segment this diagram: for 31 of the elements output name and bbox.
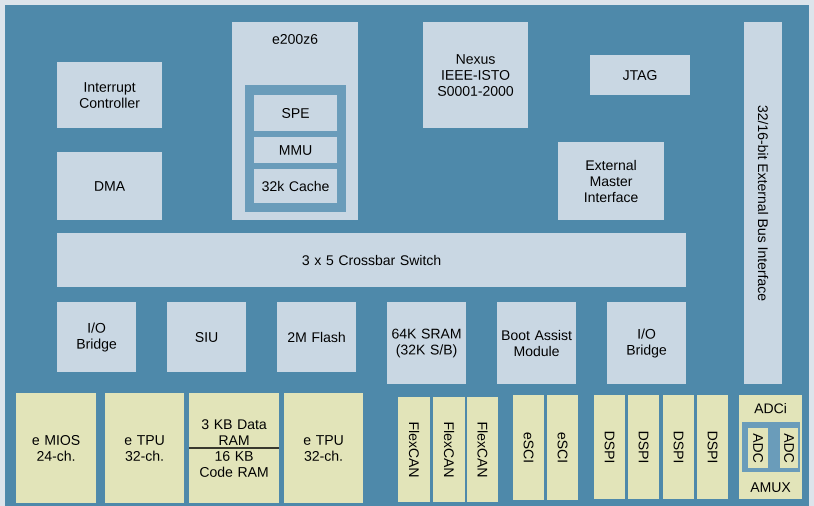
module-box: 64K SRAM (32K S/B): [387, 302, 466, 384]
module-box: Interrupt Controller: [57, 62, 162, 128]
module-box: I/O Bridge: [607, 302, 686, 384]
module-box: 32k Cache: [254, 169, 337, 203]
module-box: eSCI: [513, 395, 544, 500]
memory-box: 3 KB Data RAM 16 KB Code RAM: [189, 393, 279, 503]
module-box: e MIOS 24-ch.: [16, 393, 96, 503]
module-box: FlexCAN: [467, 397, 498, 502]
module-box: e TPU 32-ch.: [105, 393, 184, 503]
module-box: ADC: [780, 428, 798, 468]
module-box: SPE: [254, 95, 337, 131]
module-box: Nexus IEEE-ISTO S0001-2000: [423, 22, 528, 128]
module-box: 32/16-bit External Bus Interface: [744, 22, 782, 384]
module-box: DSPI: [594, 395, 625, 499]
module-box: SIU: [167, 302, 246, 372]
module-box: Boot Assist Module: [497, 302, 576, 384]
module-box: eSCI: [547, 395, 578, 500]
module-box: DSPI: [628, 395, 659, 499]
module-box: External Master Interface: [558, 142, 664, 220]
module-box: FlexCAN: [433, 397, 465, 502]
module-box: FlexCAN: [398, 397, 430, 502]
module-box: DMA: [57, 152, 162, 220]
module-box: 2M Flash: [277, 302, 356, 372]
module-box: JTAG: [590, 55, 690, 95]
module-box: e TPU 32-ch.: [284, 393, 363, 503]
module-box: ADC: [748, 428, 768, 468]
module-box: MMU: [254, 137, 337, 163]
module-box: DSPI: [663, 395, 694, 499]
module-box: I/O Bridge: [57, 302, 136, 372]
module-box: 3 x 5 Crossbar Switch: [57, 233, 686, 287]
module-box: DSPI: [697, 395, 728, 499]
